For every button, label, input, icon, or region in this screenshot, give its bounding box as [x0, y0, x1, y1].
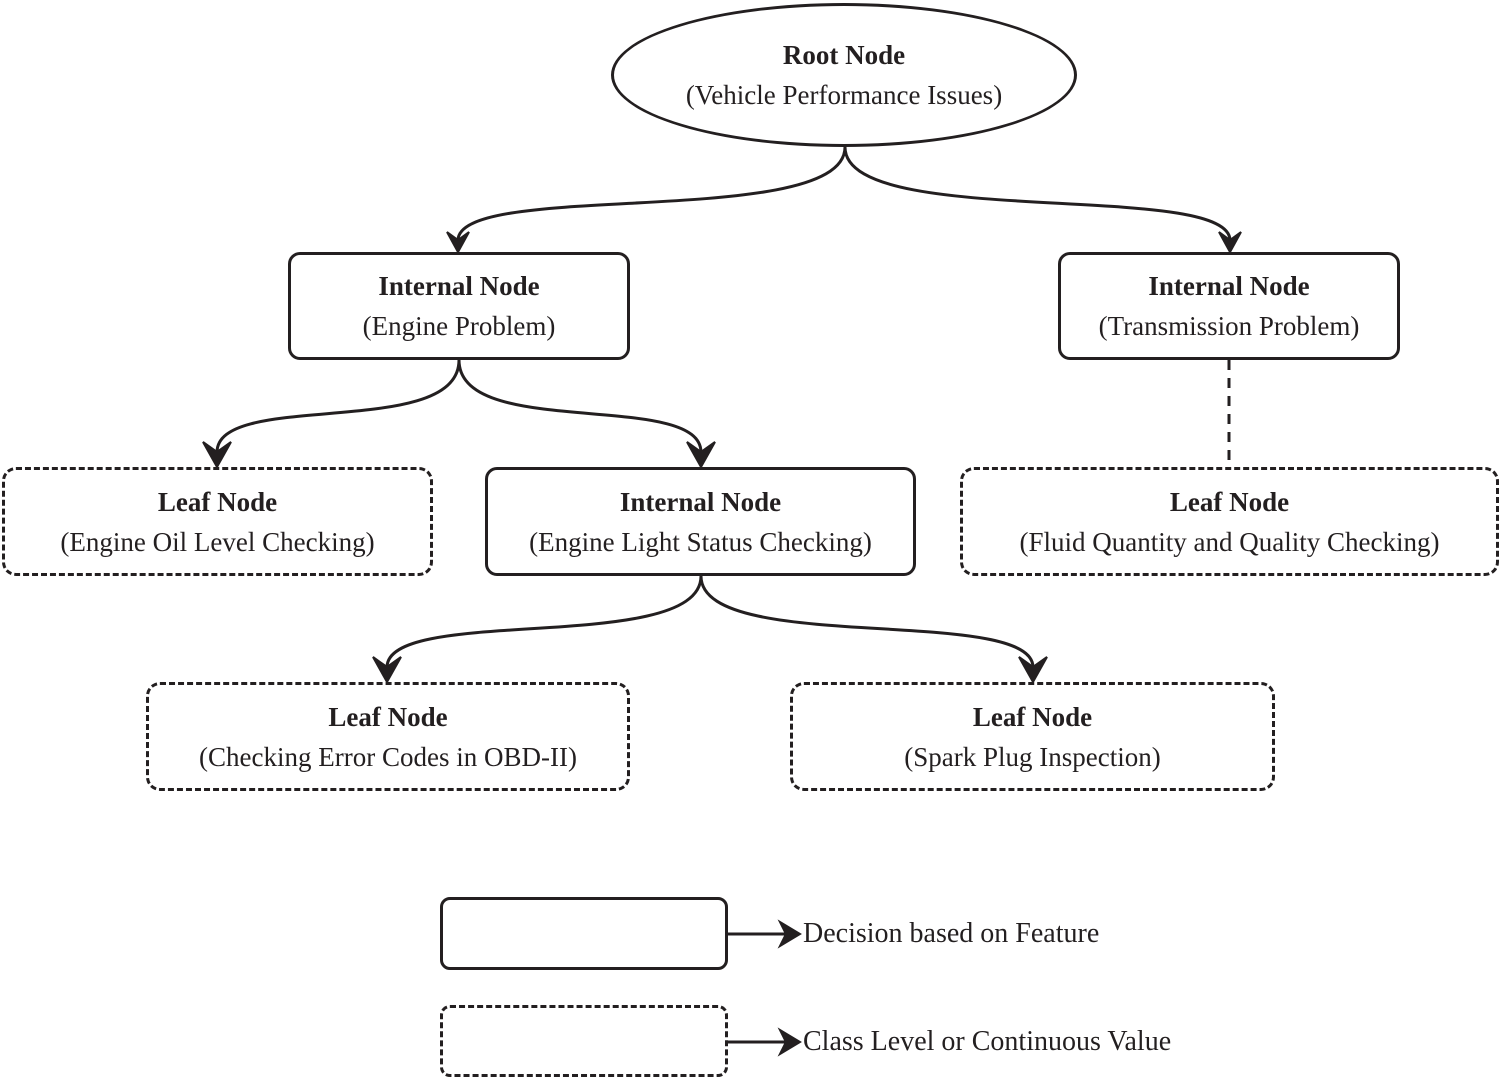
- legend-dashed-box: [440, 1005, 728, 1077]
- obd-node-title: Leaf Node: [328, 701, 448, 732]
- legend-decision-label: Decision based on Feature: [803, 918, 1100, 949]
- edge-root-transmission: [843, 146, 1232, 241]
- root-node: Root Node (Vehicle Performance Issues): [611, 3, 1077, 147]
- legend-arrowhead-decision: [777, 919, 802, 949]
- internal-node-transmission-problem: Internal Node (Transmission Problem): [1058, 252, 1400, 360]
- leaf-node-engine-oil: Leaf Node (Engine Oil Level Checking): [2, 467, 433, 576]
- legend-class-label: Class Level or Continuous Value: [803, 1026, 1172, 1057]
- spark-node-subtitle: (Spark Plug Inspection): [904, 741, 1161, 772]
- transmission-node-subtitle: (Transmission Problem): [1098, 311, 1360, 341]
- oil-node-title: Leaf Node: [157, 486, 278, 517]
- arrowhead-light-spark: [1018, 656, 1048, 685]
- transmission-node-title: Internal Node: [1148, 271, 1310, 301]
- edge-light-spark: [699, 575, 1035, 668]
- fluid-node-subtitle: (Fluid Quantity and Quality Checking): [1019, 526, 1440, 557]
- internal-node-engine-light: Internal Node (Engine Light Status Check…: [485, 467, 916, 576]
- edge-light-obd: [385, 575, 703, 668]
- edge-root-engine: [456, 146, 847, 241]
- internal-node-engine-problem: Internal Node (Engine Problem): [288, 252, 630, 360]
- fluid-node-title: Leaf Node: [1169, 486, 1290, 517]
- edge-engine-light: [457, 359, 703, 453]
- root-node-title: Root Node: [782, 40, 906, 70]
- arrowhead-light-obd: [372, 656, 402, 685]
- arrowhead-root-engine: [446, 231, 470, 255]
- arrowhead-engine-light: [686, 441, 716, 470]
- root-node-subtitle: (Vehicle Performance Issues): [685, 80, 1003, 110]
- edge-engine-oil: [215, 359, 461, 453]
- arrowhead-engine-oil: [202, 441, 232, 470]
- obd-node-subtitle: (Checking Error Codes in OBD-II): [199, 741, 577, 772]
- leaf-node-fluid: Leaf Node (Fluid Quantity and Quality Ch…: [960, 467, 1499, 576]
- engine-node-subtitle: (Engine Problem): [362, 311, 556, 341]
- leaf-node-obd: Leaf Node (Checking Error Codes in OBD-I…: [146, 682, 630, 791]
- arrowhead-root-transmission: [1218, 231, 1242, 255]
- spark-node-title: Leaf Node: [972, 701, 1093, 732]
- light-node-subtitle: (Engine Light Status Checking): [529, 526, 872, 557]
- legend-solid-box: [440, 897, 728, 970]
- legend-arrowhead-class: [777, 1027, 802, 1057]
- engine-node-title: Internal Node: [378, 271, 540, 301]
- light-node-title: Internal Node: [619, 486, 782, 517]
- leaf-node-spark: Leaf Node (Spark Plug Inspection): [790, 682, 1275, 791]
- oil-node-subtitle: (Engine Oil Level Checking): [60, 526, 375, 557]
